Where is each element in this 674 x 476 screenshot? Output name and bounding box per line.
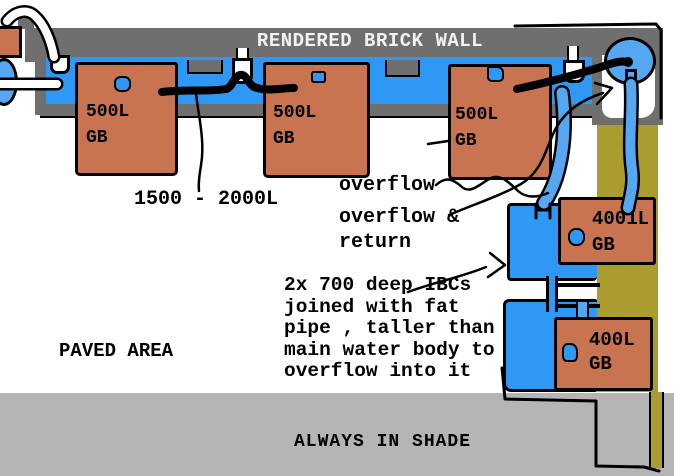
funnel-1	[50, 55, 70, 74]
capacity-note: 1500 - 2000L	[134, 188, 279, 211]
tank-500-3-hole	[487, 66, 504, 82]
tank-500-2-label: 500L GB	[273, 103, 317, 149]
wall-notch-1	[187, 60, 223, 74]
overflow-label: overflow	[339, 174, 436, 197]
ibc-connector-pipe	[546, 276, 558, 312]
ibc-arrowhead	[486, 251, 507, 279]
tank-500-3-label: 500L GB	[455, 105, 499, 151]
overflow-return-label: overflow & return	[339, 206, 460, 254]
tank-400-upper-label: 4001L GB	[592, 208, 650, 256]
gravel-strip-lower	[649, 392, 664, 468]
tank-400-upper-hole	[568, 228, 585, 246]
ibc-flange-top	[557, 283, 600, 287]
butt-outlet-fitting	[625, 69, 637, 82]
tank-500-2-hole	[311, 71, 326, 83]
wall-notch-2	[385, 60, 420, 77]
left-barrel	[0, 58, 18, 106]
funnel-2	[232, 58, 253, 84]
tank-400-lower-label: 400L GB	[589, 329, 635, 375]
shade-label: ALWAYS IN SHADE	[294, 432, 472, 452]
wall-title: RENDERED BRICK WALL	[256, 30, 484, 52]
corner-feed-tank	[0, 26, 22, 58]
tank-500-1-hole	[114, 76, 131, 92]
paved-area-label: PAVED AREA	[59, 340, 174, 362]
stray-mark	[426, 139, 450, 146]
tank-500-1-label: 500L GB	[86, 102, 130, 148]
ibc-note: 2x 700 deep IBCs joined with fat pipe , …	[284, 274, 495, 382]
funnel-3	[563, 60, 585, 83]
tank-400-lower-hole	[562, 343, 578, 362]
